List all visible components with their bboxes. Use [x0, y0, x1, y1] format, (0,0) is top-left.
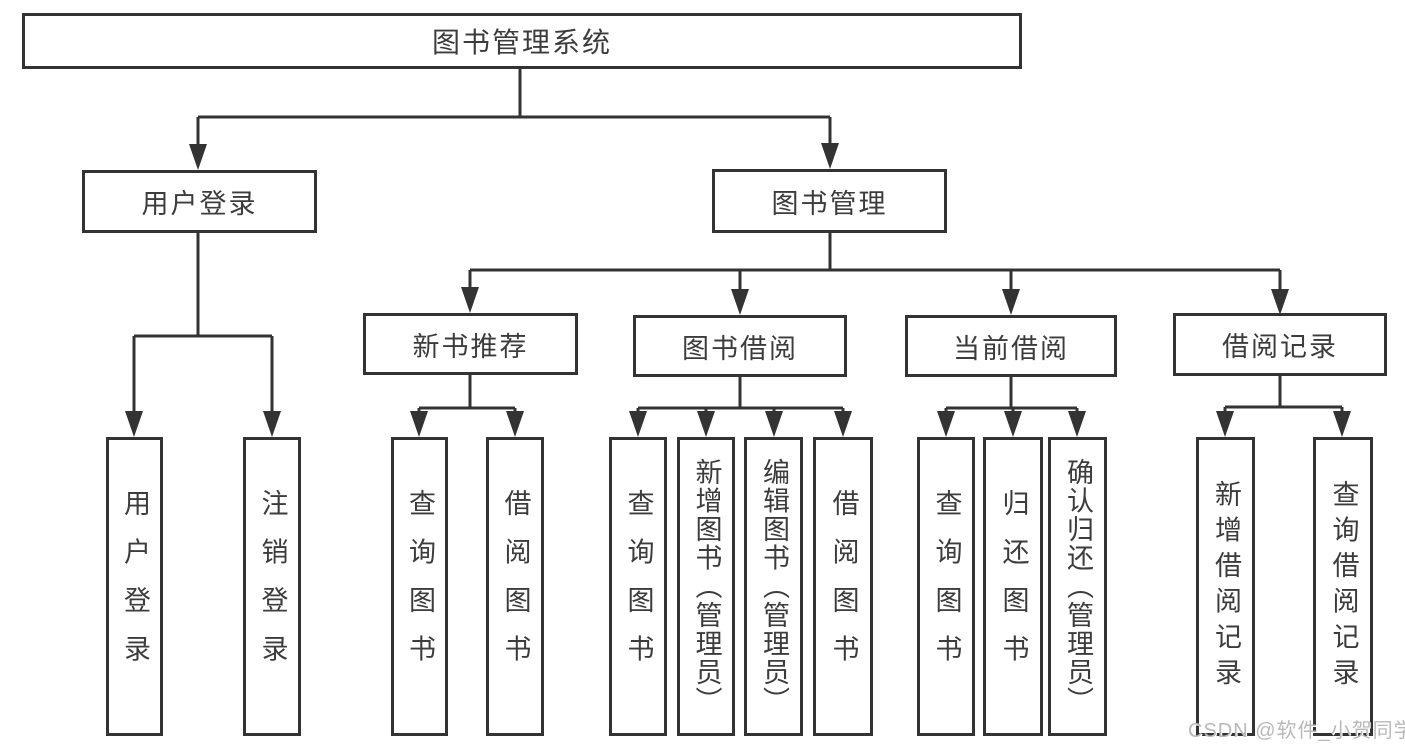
leaf-label: 归还图书 — [998, 489, 1029, 684]
node-label: 当前借阅 — [953, 333, 1069, 364]
leaf-label: 查询图书 — [405, 489, 435, 684]
node-book-borrowing: 图书借阅 — [633, 315, 847, 377]
leaf-label: 查询借阅记录 — [1328, 479, 1359, 694]
node-library-management-system: 图书管理系统 — [22, 13, 1022, 69]
leaf-query-borrow-record: 查询借阅记录 — [1313, 437, 1373, 736]
leaf-user-login: 用户登录 — [106, 437, 163, 736]
leaf-label: 查询图书 — [623, 489, 654, 684]
node-new-book-recommendation: 新书推荐 — [363, 313, 578, 375]
node-borrowing-records: 借阅记录 — [1173, 313, 1387, 376]
csdn-watermark: CSDN @软件_小贺同学 — [1188, 720, 1405, 742]
leaf-add-borrow-record: 新增借阅记录 — [1196, 437, 1255, 736]
node-label: 用户登录 — [141, 189, 258, 219]
node-current-borrowing: 当前借阅 — [905, 315, 1117, 377]
leaf-query-books-borrowing: 查询图书 — [609, 437, 667, 736]
node-label: 图书管理系统 — [431, 27, 612, 58]
node-label: 图书管理 — [771, 188, 888, 219]
tree-edges — [132, 69, 1344, 413]
leaf-label: 借阅图书 — [828, 489, 859, 684]
leaf-borrow-books: 借阅图书 — [813, 437, 873, 736]
leaf-label: 新增图书（管理员） — [691, 457, 722, 716]
leaf-edit-books-admin: 编辑图书（管理员） — [744, 437, 803, 736]
leaf-label: 注销登录 — [257, 489, 288, 684]
leaf-label: 借阅图书 — [500, 489, 531, 684]
node-label: 借阅记录 — [1222, 332, 1338, 362]
leaf-borrow-books-recommend: 借阅图书 — [486, 437, 544, 736]
node-label: 新书推荐 — [412, 331, 529, 362]
leaf-query-books-recommend: 查询图书 — [391, 437, 448, 736]
leaf-add-books-admin: 新增图书（管理员） — [677, 437, 735, 736]
node-book-management: 图书管理 — [712, 169, 947, 233]
node-label: 图书借阅 — [682, 333, 798, 364]
leaf-label: 确认归还（管理员） — [1063, 457, 1093, 716]
leaf-query-books-current: 查询图书 — [917, 437, 975, 736]
leaf-label: 编辑图书（管理员） — [759, 457, 789, 716]
leaf-label: 新增借阅记录 — [1211, 479, 1241, 694]
leaf-confirm-return-admin: 确认归还（管理员） — [1048, 437, 1107, 736]
arrowheads — [125, 143, 1351, 437]
leaf-return-books: 归还图书 — [983, 437, 1043, 736]
leaf-label: 用户登录 — [120, 489, 150, 684]
leaf-label: 查询图书 — [931, 489, 962, 684]
node-user-login: 用户登录 — [82, 170, 317, 233]
leaf-logout: 注销登录 — [243, 437, 301, 736]
